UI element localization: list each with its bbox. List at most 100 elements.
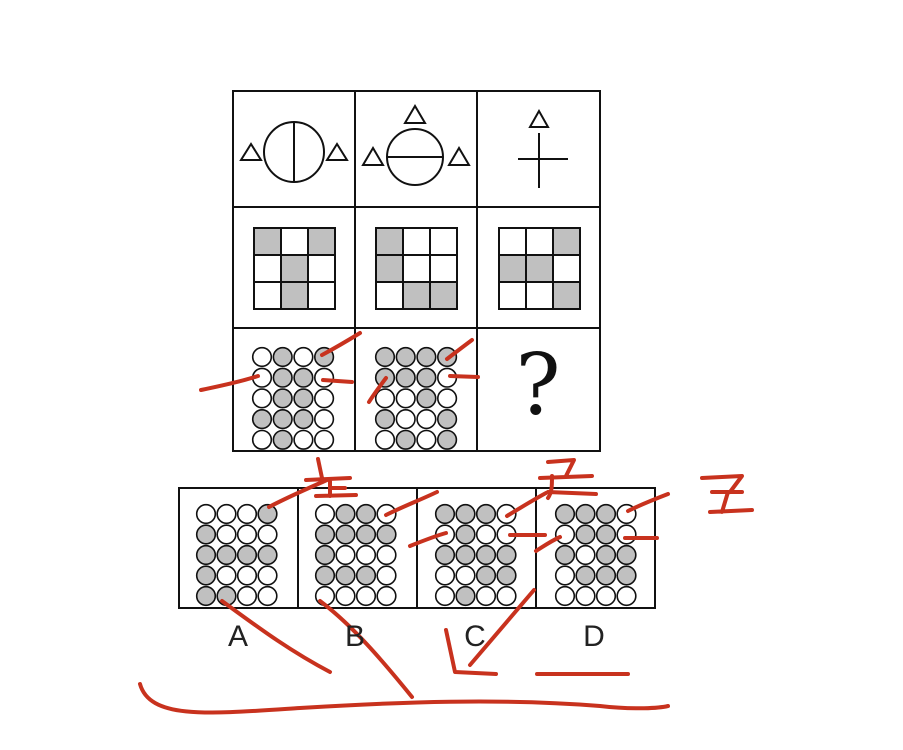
dot: [236, 544, 258, 566]
grid-cell: [525, 281, 554, 310]
dot: [575, 565, 596, 586]
dot: [475, 524, 497, 545]
dot: [293, 429, 314, 450]
question-mark: ?: [515, 336, 561, 434]
dot: [335, 585, 356, 607]
dot: [376, 565, 397, 586]
dot: [195, 585, 217, 607]
annotation-stroke: [534, 535, 562, 553]
annotation-stroke: [318, 599, 414, 699]
annotation-stroke: [220, 599, 332, 674]
dot: [455, 524, 476, 545]
option-label-b[interactable]: B: [344, 620, 365, 653]
dot: [257, 565, 278, 586]
dot: [355, 565, 377, 586]
grid-cell: [375, 227, 404, 256]
dot: [236, 503, 258, 525]
shaded-grid: [498, 227, 581, 310]
grid-cell: [280, 227, 309, 256]
dot: [355, 544, 377, 566]
dot: [437, 409, 458, 430]
dot: [195, 565, 217, 586]
grid-cell: [429, 227, 458, 256]
dot: [293, 409, 314, 430]
shaded-grid: [375, 227, 458, 310]
dot: [554, 585, 576, 607]
grid-cell: [307, 227, 336, 256]
grid-cell: [552, 281, 581, 310]
annotation-stroke: [444, 588, 536, 676]
annotation-stroke: [448, 374, 480, 379]
dot: [395, 388, 416, 409]
option-label-c[interactable]: C: [464, 620, 486, 653]
dot: [395, 409, 416, 430]
row1-cell1-symbol: [239, 121, 349, 183]
annotation-stroke: [445, 338, 474, 361]
dot-matrix: [314, 503, 397, 607]
annotation-stroke: [408, 531, 448, 548]
grid-cell: [375, 254, 404, 283]
grid-cell: [498, 281, 527, 310]
grid-cell: [552, 227, 581, 256]
option-label-a[interactable]: A: [227, 620, 248, 653]
dot: [455, 503, 476, 525]
dot: [395, 367, 416, 388]
row1-cell3-symbol: [518, 108, 568, 188]
dot: [236, 585, 258, 607]
dot: [335, 524, 356, 545]
annotation-stroke: [384, 490, 439, 517]
annotation-char: [304, 457, 358, 498]
dot: [293, 367, 314, 388]
dot: [475, 565, 497, 586]
dot: [314, 565, 336, 586]
dot: [455, 565, 476, 586]
dot: [195, 544, 217, 566]
dot: [616, 524, 637, 545]
dot: [434, 585, 456, 607]
grid-cell: [498, 254, 527, 283]
dot: [595, 544, 617, 566]
dot: [416, 367, 437, 388]
dot: [272, 429, 293, 450]
grid-cell: [525, 227, 554, 256]
dot-matrix: [195, 503, 278, 607]
grid-cell: [429, 281, 458, 310]
grid-cell: [402, 281, 431, 310]
dot-matrix: [554, 503, 637, 607]
dot-matrix: [251, 346, 335, 450]
dot: [395, 346, 416, 368]
dot: [374, 429, 396, 450]
row1-cell2-symbol: [361, 104, 471, 186]
annotation-stroke: [321, 378, 354, 384]
dot: [355, 503, 377, 525]
matrix: [232, 90, 601, 452]
dot: [216, 544, 237, 566]
dot: [216, 503, 237, 525]
dot: [376, 585, 397, 607]
grid-cell: [307, 281, 336, 310]
dot: [272, 367, 293, 388]
dot: [496, 544, 517, 566]
dot: [554, 503, 576, 525]
dot: [554, 544, 576, 566]
dot: [595, 585, 617, 607]
dot: [293, 346, 314, 368]
dot: [595, 524, 617, 545]
annotation-char: [700, 474, 754, 514]
dot: [437, 388, 458, 409]
grid-cell: [253, 254, 282, 283]
dot: [416, 346, 437, 368]
grid-cell: [429, 254, 458, 283]
dot: [335, 544, 356, 566]
dot-matrix: [374, 346, 458, 450]
dot: [496, 585, 517, 607]
dot: [455, 544, 476, 566]
dot: [434, 565, 456, 586]
dot: [395, 429, 416, 450]
dot: [355, 524, 377, 545]
dot: [272, 388, 293, 409]
handwritten-annotations: [138, 331, 754, 715]
option-label-d[interactable]: D: [583, 620, 605, 653]
option-dots: [195, 503, 637, 607]
